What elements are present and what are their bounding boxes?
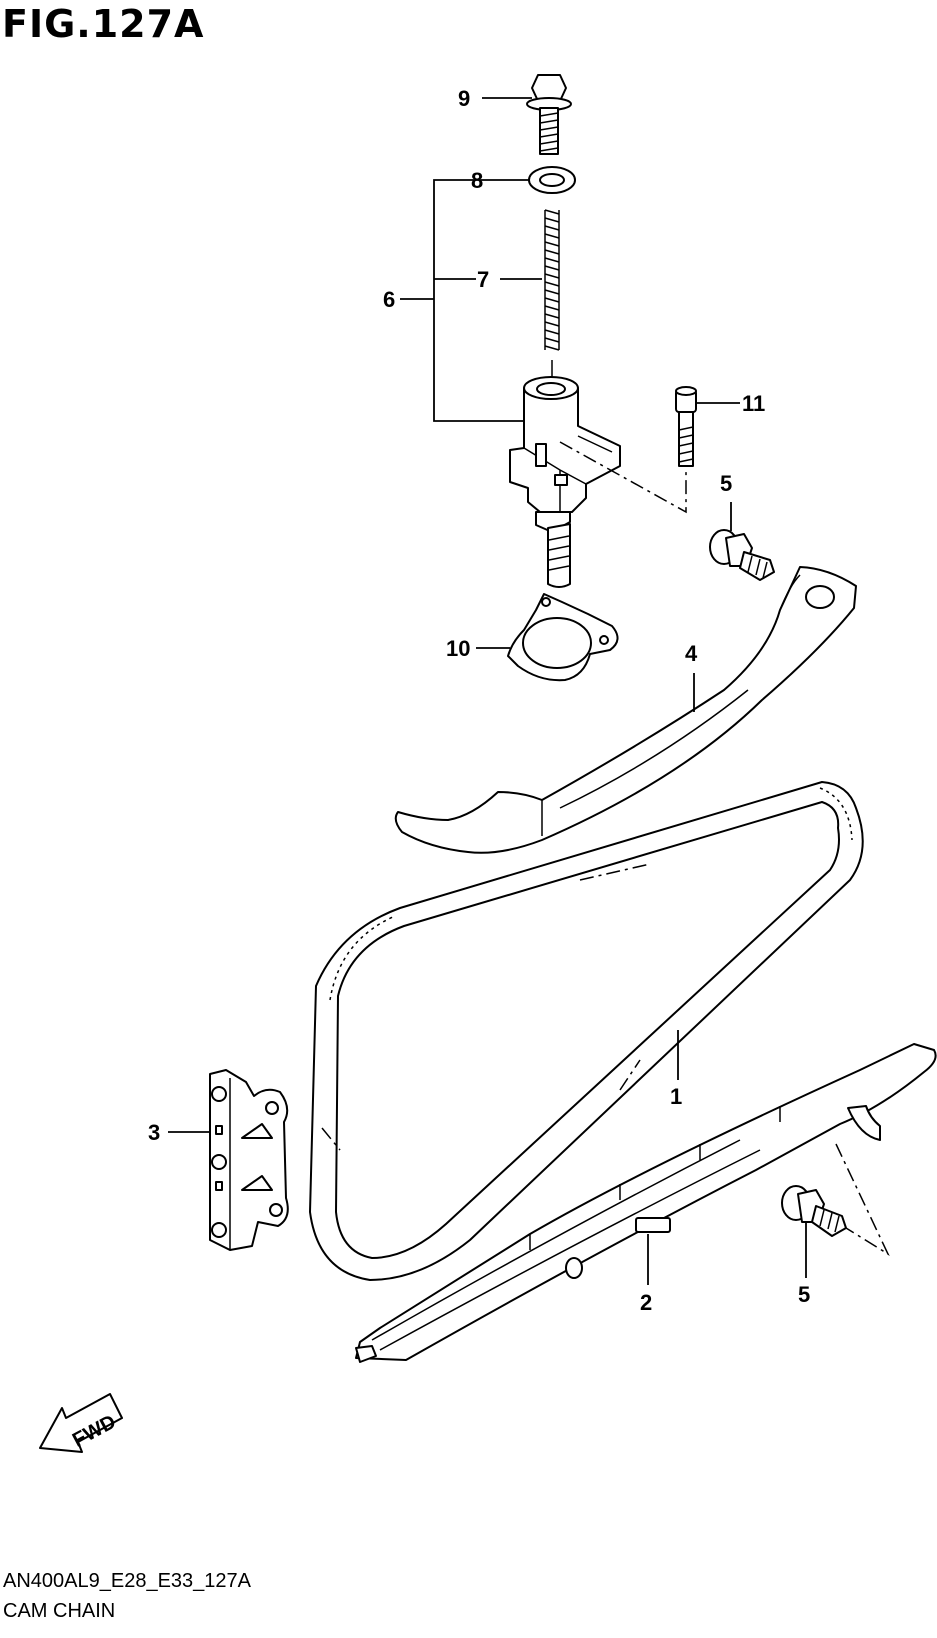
callout-2[interactable]: 2 bbox=[640, 1290, 652, 1315]
callout-7[interactable]: 7 bbox=[477, 267, 489, 292]
part-4-tensioner-arm[interactable] bbox=[394, 566, 857, 854]
bolt-path-5-lower bbox=[835, 1143, 890, 1256]
bolt-path-11 bbox=[559, 441, 687, 514]
part-5-pivot-bolt-lower[interactable] bbox=[781, 1185, 847, 1237]
figure-title: FIG.127A bbox=[2, 2, 205, 46]
part-6-tensioner[interactable] bbox=[509, 376, 621, 588]
callout-1[interactable]: 1 bbox=[670, 1084, 682, 1109]
callout-5-upper[interactable]: 5 bbox=[720, 471, 732, 496]
part-10-gasket[interactable] bbox=[507, 593, 619, 682]
part-2-chain-guide[interactable] bbox=[355, 1043, 937, 1363]
part-8-washer[interactable] bbox=[528, 166, 576, 194]
part-1-cam-chain[interactable] bbox=[309, 781, 864, 1281]
chain-break-lower bbox=[619, 1059, 641, 1091]
callout-3[interactable]: 3 bbox=[148, 1120, 160, 1145]
part-7-spring[interactable] bbox=[544, 209, 560, 378]
part-9-bolt[interactable] bbox=[526, 74, 572, 155]
chain-break-upper bbox=[579, 863, 651, 881]
figure-name: CAM CHAIN bbox=[3, 1600, 116, 1622]
callout-5-lower[interactable]: 5 bbox=[798, 1282, 810, 1307]
part-11-socket-bolt[interactable] bbox=[675, 386, 697, 467]
chain-break-left bbox=[321, 1127, 341, 1151]
bracket-6 bbox=[433, 179, 524, 422]
callout-6[interactable]: 6 bbox=[383, 287, 395, 312]
figure-code: AN400AL9_E28_E33_127A bbox=[3, 1570, 251, 1592]
callout-9[interactable]: 9 bbox=[458, 86, 470, 111]
callout-11[interactable]: 11 bbox=[742, 391, 765, 416]
callout-10[interactable]: 10 bbox=[446, 636, 470, 661]
callout-4[interactable]: 4 bbox=[685, 641, 698, 666]
fwd-arrow-icon: FWD bbox=[39, 1393, 123, 1453]
part-5-pivot-bolt-upper[interactable] bbox=[709, 529, 775, 581]
part-3-chain-guide-plate[interactable] bbox=[209, 1069, 289, 1251]
